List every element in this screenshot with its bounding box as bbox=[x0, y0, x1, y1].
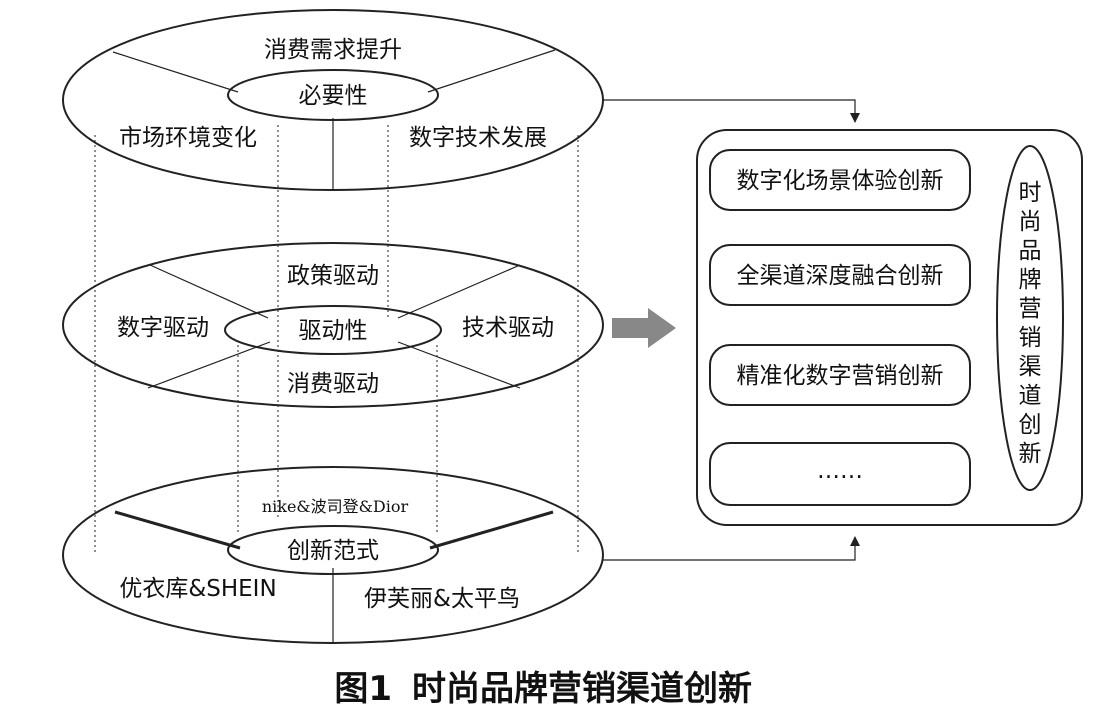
panel-item-box-4 bbox=[709, 442, 971, 506]
vertical-title: 时尚品牌营销渠道创新 bbox=[1019, 180, 1042, 467]
layer-necessity-label-tech: 数字技术发展 bbox=[409, 125, 547, 151]
caption-title: 时尚品牌营销渠道创新 bbox=[412, 669, 752, 709]
layer-paradigm: 创新范式 nike&波司登&Dior 优衣库&SHEIN 伊芙丽&太平鸟 bbox=[62, 466, 604, 644]
arrow-top-to-panel bbox=[603, 99, 860, 123]
dotted-connectors bbox=[94, 125, 579, 555]
layer-driving-label-consumer: 消费驱动 bbox=[287, 371, 379, 397]
innovation-panel: 数字化场景体验创新 全渠道深度融合创新 精准化数字营销创新 …… 时尚品牌营销渠… bbox=[696, 129, 1083, 526]
layer-driving-label-digital: 数字驱动 bbox=[117, 315, 209, 341]
vertical-title-ellipse bbox=[996, 145, 1064, 491]
figure-caption: 图1 时尚品牌营销渠道创新 bbox=[334, 669, 752, 709]
panel-frame bbox=[696, 129, 1083, 526]
panel-item-box-3 bbox=[709, 344, 971, 406]
layer-driving: 驱动性 政策驱动 数字驱动 技术驱动 消费驱动 bbox=[62, 242, 604, 408]
layer-driving-center-label: 驱动性 bbox=[299, 318, 368, 344]
panel-item-box-1 bbox=[709, 149, 971, 211]
layer-paradigm-label-uniqlo: 优衣库&SHEIN bbox=[119, 576, 276, 602]
layer-paradigm-center-label: 创新范式 bbox=[287, 538, 379, 564]
layer-paradigm-label-eifini: 伊芙丽&太平鸟 bbox=[364, 586, 520, 612]
panel-item-precision-marketing: 精准化数字营销创新 bbox=[737, 363, 944, 389]
layer-paradigm-center-ellipse bbox=[227, 525, 439, 575]
arrow-bottom-to-panel bbox=[603, 536, 860, 561]
layer-necessity-center-label: 必要性 bbox=[299, 83, 368, 109]
layer-driving-center-ellipse bbox=[224, 305, 442, 355]
layer-driving-label-tech: 技术驱动 bbox=[462, 315, 554, 341]
layer-necessity: 必要性 消费需求提升 市场环境变化 数字技术发展 bbox=[62, 9, 604, 191]
panel-item-ellipsis: …… bbox=[817, 458, 863, 484]
layer-paradigm-label-nike: nike&波司登&Dior bbox=[262, 497, 409, 516]
panel-item-box-2 bbox=[709, 244, 971, 306]
layer-necessity-center-ellipse bbox=[227, 69, 439, 121]
layer-driving-label-policy: 政策驱动 bbox=[287, 263, 379, 289]
panel-item-scene-experience: 数字化场景体验创新 bbox=[737, 168, 944, 194]
connector-arrows bbox=[603, 99, 860, 561]
layer-driving-ellipse bbox=[62, 242, 604, 408]
thick-arrow-to-panel bbox=[612, 308, 676, 348]
layer-necessity-label-demand: 消费需求提升 bbox=[264, 37, 402, 63]
vertical-title-text: 时尚品牌营销渠道创新 bbox=[1019, 180, 1042, 467]
layer-necessity-label-market: 市场环境变化 bbox=[119, 125, 257, 151]
caption-number: 图1 bbox=[334, 669, 392, 709]
panel-item-omnichannel: 全渠道深度融合创新 bbox=[737, 263, 944, 289]
